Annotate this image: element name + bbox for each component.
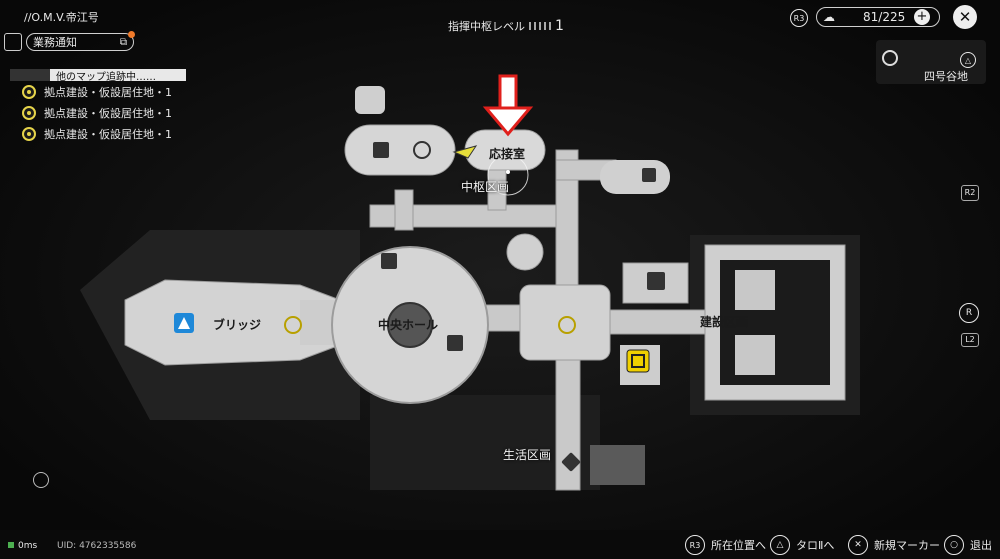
teleport-bridge-icon — [284, 316, 302, 334]
facility-icon-7 — [561, 452, 581, 472]
triangle-button-icon: △ — [770, 535, 790, 555]
ping: 0ms — [8, 541, 37, 551]
exit-button[interactable]: ○ 退出 — [944, 535, 992, 555]
resource-icon: ☁ — [823, 10, 835, 24]
notification-dot — [128, 31, 135, 38]
uid: UID: 4762335586 — [57, 541, 137, 551]
facility-icon-5 — [381, 253, 397, 269]
construction-block-label: 建設区画 — [700, 315, 749, 329]
tracking-label: 他のマップ追跡中…… — [56, 71, 156, 83]
quest-target-icon — [22, 127, 36, 141]
work-notice-label: 業務通知 — [33, 36, 77, 49]
diamond-menu-icon[interactable] — [4, 33, 22, 51]
goto-talos-button[interactable]: △ タロⅡへ — [770, 535, 834, 555]
level-gauge — [529, 22, 551, 30]
r3-button[interactable]: R3 — [790, 9, 808, 27]
central-block-label: 中枢区画 — [461, 180, 510, 194]
quest-item[interactable]: 拠点建設・仮設居住地・1 — [22, 126, 172, 142]
quest-item[interactable]: 拠点建設・仮設居住地・1 — [22, 84, 172, 100]
facility-icon-4 — [447, 335, 463, 351]
central-hall-label: 中央ホール — [378, 318, 439, 332]
command-level-title: 指揮中枢レベル — [448, 20, 525, 33]
facility-icon-1 — [373, 142, 389, 158]
add-icon[interactable]: + — [914, 9, 930, 25]
quest-target-icon — [22, 106, 36, 120]
close-icon[interactable]: ✕ — [953, 5, 977, 29]
new-marker-button[interactable]: ✕ 新規マーカー — [848, 535, 940, 555]
circle-button-icon: ○ — [944, 535, 964, 555]
living-block-label: 生活区画 — [503, 448, 552, 462]
teleport-hub-icon — [558, 316, 576, 334]
notice-icon: ⧉ — [119, 36, 127, 48]
resource-counter[interactable]: ☁ 81/225 — [816, 7, 940, 27]
r2-button[interactable]: R2 — [961, 185, 979, 201]
command-level-value: 1 — [555, 18, 564, 34]
r3-button-icon: R3 — [685, 535, 705, 555]
footer-bar — [0, 530, 1000, 559]
facility-icon-2 — [413, 141, 431, 159]
tracking-bar[interactable]: 他のマップ追跡中…… — [10, 69, 186, 83]
goto-location-button[interactable]: R3 所在位置へ — [685, 535, 766, 555]
resource-count: 81/225 — [863, 10, 906, 24]
facility-icon-3 — [642, 168, 656, 182]
minimap-target-icon — [882, 50, 898, 66]
minimap[interactable]: △ 四号谷地 — [876, 40, 986, 84]
cross-button-icon: ✕ — [848, 535, 868, 555]
minimap-location: 四号谷地 — [924, 70, 968, 83]
player-marker-icon — [452, 145, 478, 159]
bridge-label: ブリッジ — [213, 318, 262, 332]
work-notice-button[interactable]: 業務通知 ⧉ — [26, 33, 134, 51]
location-filter-icon[interactable] — [33, 472, 49, 488]
reception-label: 応接室 — [489, 147, 526, 161]
quest-item[interactable]: 拠点建設・仮設居住地・1 — [22, 105, 172, 121]
r-stick-button[interactable]: R — [959, 303, 979, 323]
l2-button[interactable]: L2 — [961, 333, 979, 347]
triangle-button-icon[interactable]: △ — [960, 52, 976, 68]
construction-terminal-icon — [626, 349, 650, 373]
ship-name: //O.M.V.帝江号 — [24, 11, 99, 24]
down-arrow-icon — [482, 74, 534, 137]
facility-icon-6 — [647, 272, 665, 290]
quest-target-icon — [22, 85, 36, 99]
command-level: 指揮中枢レベル 1 — [448, 18, 564, 34]
